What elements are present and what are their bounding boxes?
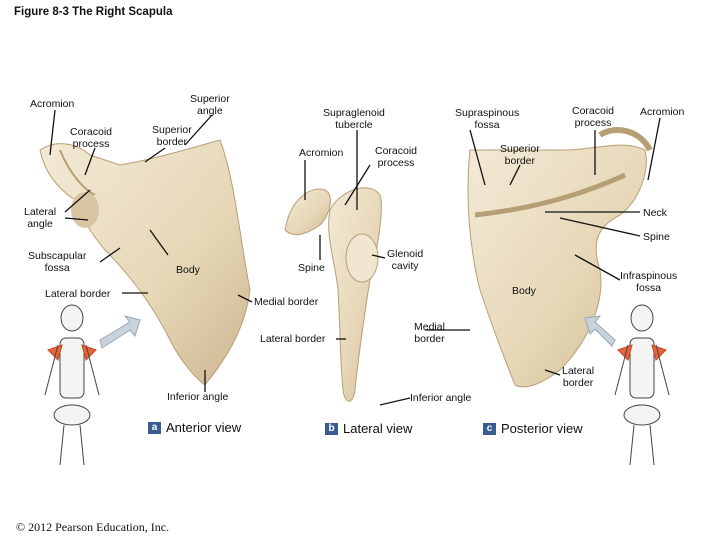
lateral-scapula [285, 188, 381, 401]
label-anterior-inferior-angle: Inferior angle [167, 391, 228, 403]
label-posterior-body: Body [512, 285, 536, 297]
caption-posterior-view: c Posterior view [483, 421, 583, 436]
caption-anterior-view: a Anterior view [148, 420, 241, 435]
badge-c: c [483, 423, 496, 435]
label-supraglenoid-tubercle: Supraglenoid tubercle [323, 107, 385, 131]
label-anterior-lateral-border: Lateral border [45, 288, 110, 300]
label-posterior-spine: Spine [643, 231, 670, 243]
label-anterior-superior-angle: Superior angle [190, 93, 230, 117]
label-anterior-superior-border: Superior border [152, 124, 192, 148]
skeleton-figure-left [45, 305, 99, 465]
badge-b: b [325, 423, 338, 435]
badge-a: a [148, 422, 161, 434]
caption-lateral-view: b Lateral view [325, 421, 412, 436]
label-anterior-coracoid-process: Coracoid process [70, 126, 112, 150]
label-lateral-acromion: Acromion [299, 147, 343, 159]
label-lateral-inferior-angle: Inferior angle [410, 392, 471, 404]
label-anterior-acromion: Acromion [30, 98, 74, 110]
skeleton-figure-right [615, 305, 669, 465]
label-infraspinous-fossa: Infraspinous fossa [620, 270, 677, 294]
label-posterior-medial-border: Medial border [414, 321, 445, 345]
label-posterior-superior-border: Superior border [500, 143, 540, 167]
label-anterior-medial-border: Medial border [254, 296, 318, 308]
caption-posterior-label: Posterior view [501, 421, 583, 436]
copyright: © 2012 Pearson Education, Inc. [16, 520, 169, 535]
label-lateral-coracoid-process: Coracoid process [375, 145, 417, 169]
label-subscapular-fossa: Subscapular fossa [28, 250, 86, 274]
caption-anterior-label: Anterior view [166, 420, 241, 435]
label-glenoid-cavity: Glenoid cavity [387, 248, 423, 272]
label-supraspinous-fossa: Supraspinous fossa [455, 107, 519, 131]
caption-lateral-label: Lateral view [343, 421, 412, 436]
label-anterior-body: Body [176, 264, 200, 276]
arrow-icon-right [585, 316, 615, 346]
label-lateral-lateral-border: Lateral border [260, 333, 325, 345]
label-anterior-lateral-angle: Lateral angle [24, 206, 56, 230]
label-posterior-acromion: Acromion [640, 106, 684, 118]
arrow-icon-left [100, 316, 140, 348]
label-posterior-coracoid-process: Coracoid process [572, 105, 614, 129]
label-posterior-lateral-border: Lateral border [562, 365, 594, 389]
label-neck: Neck [643, 207, 667, 219]
label-lateral-spine: Spine [298, 262, 325, 274]
